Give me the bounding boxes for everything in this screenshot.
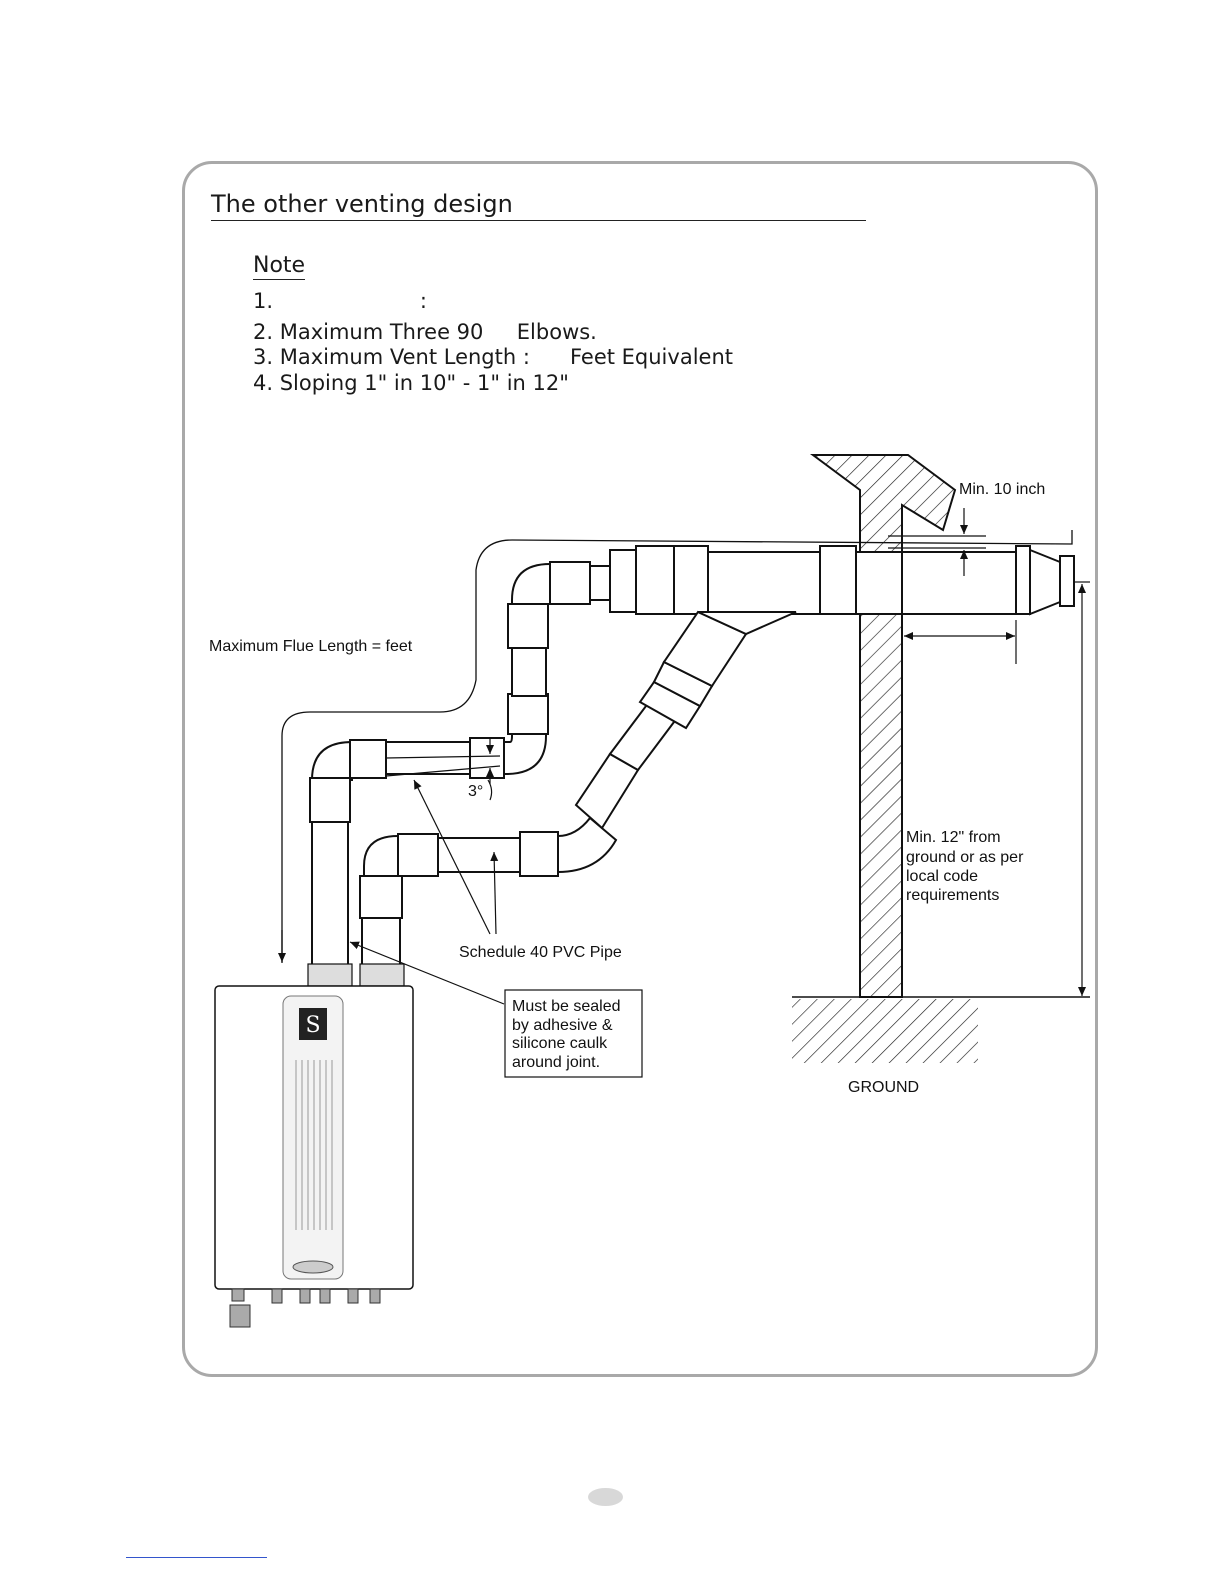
sealed-line-2: by adhesive &: [512, 1017, 613, 1034]
note-item-3: 3. Maximum Vent Length : Feet Equivalent: [253, 345, 733, 369]
note-item-1: 1. :: [253, 289, 427, 313]
sealed-line-3: silicone caulk: [512, 1035, 608, 1052]
min-12-line-4: requirements: [906, 887, 999, 904]
ground-label: GROUND: [848, 1079, 919, 1096]
footer-link-underline[interactable]: [126, 1557, 267, 1558]
pipe-label-leaders: [349, 779, 505, 1005]
slope-indicator: [385, 738, 501, 801]
flue-length-line: [281, 530, 1073, 963]
min-12-line-2: ground or as per: [906, 849, 1024, 866]
pipe-label: Schedule 40 PVC Pipe: [459, 944, 622, 961]
page-title: The other venting design: [211, 189, 866, 221]
svg-text:S: S: [305, 1013, 320, 1038]
note-item-4: 4. Sloping 1" in 10" - 1" in 12": [253, 371, 569, 395]
flue-pipe: [309, 545, 1075, 969]
wall-clearance-dimension: [904, 620, 1017, 664]
min-12-line-3: local code: [906, 868, 978, 885]
min-12-inch-dimension: [1074, 581, 1090, 996]
content-panel: [182, 161, 1098, 1377]
min-10-inch-label: Min. 10 inch: [959, 481, 1045, 498]
ground: [792, 996, 1090, 1063]
slope-angle-label: 3°: [468, 783, 483, 800]
water-heater: S: [214, 963, 414, 1328]
min-12-line-1: Min. 12" from: [906, 829, 1001, 846]
sealed-callout-box: [504, 989, 643, 1078]
min-10-inch-dimension: [888, 508, 986, 576]
brand-logo-icon: [299, 1008, 327, 1040]
sealed-line-4: around joint.: [512, 1054, 600, 1071]
page-number-badge: [588, 1488, 623, 1506]
sealed-line-1: Must be sealed: [512, 998, 621, 1015]
building-wall: [809, 454, 957, 998]
max-flue-length-label: Maximum Flue Length = feet: [209, 638, 413, 655]
note-item-2: 2. Maximum Three 90 Elbows.: [253, 320, 597, 344]
note-title: Note: [253, 253, 306, 280]
intake-pipe: [359, 610, 797, 969]
